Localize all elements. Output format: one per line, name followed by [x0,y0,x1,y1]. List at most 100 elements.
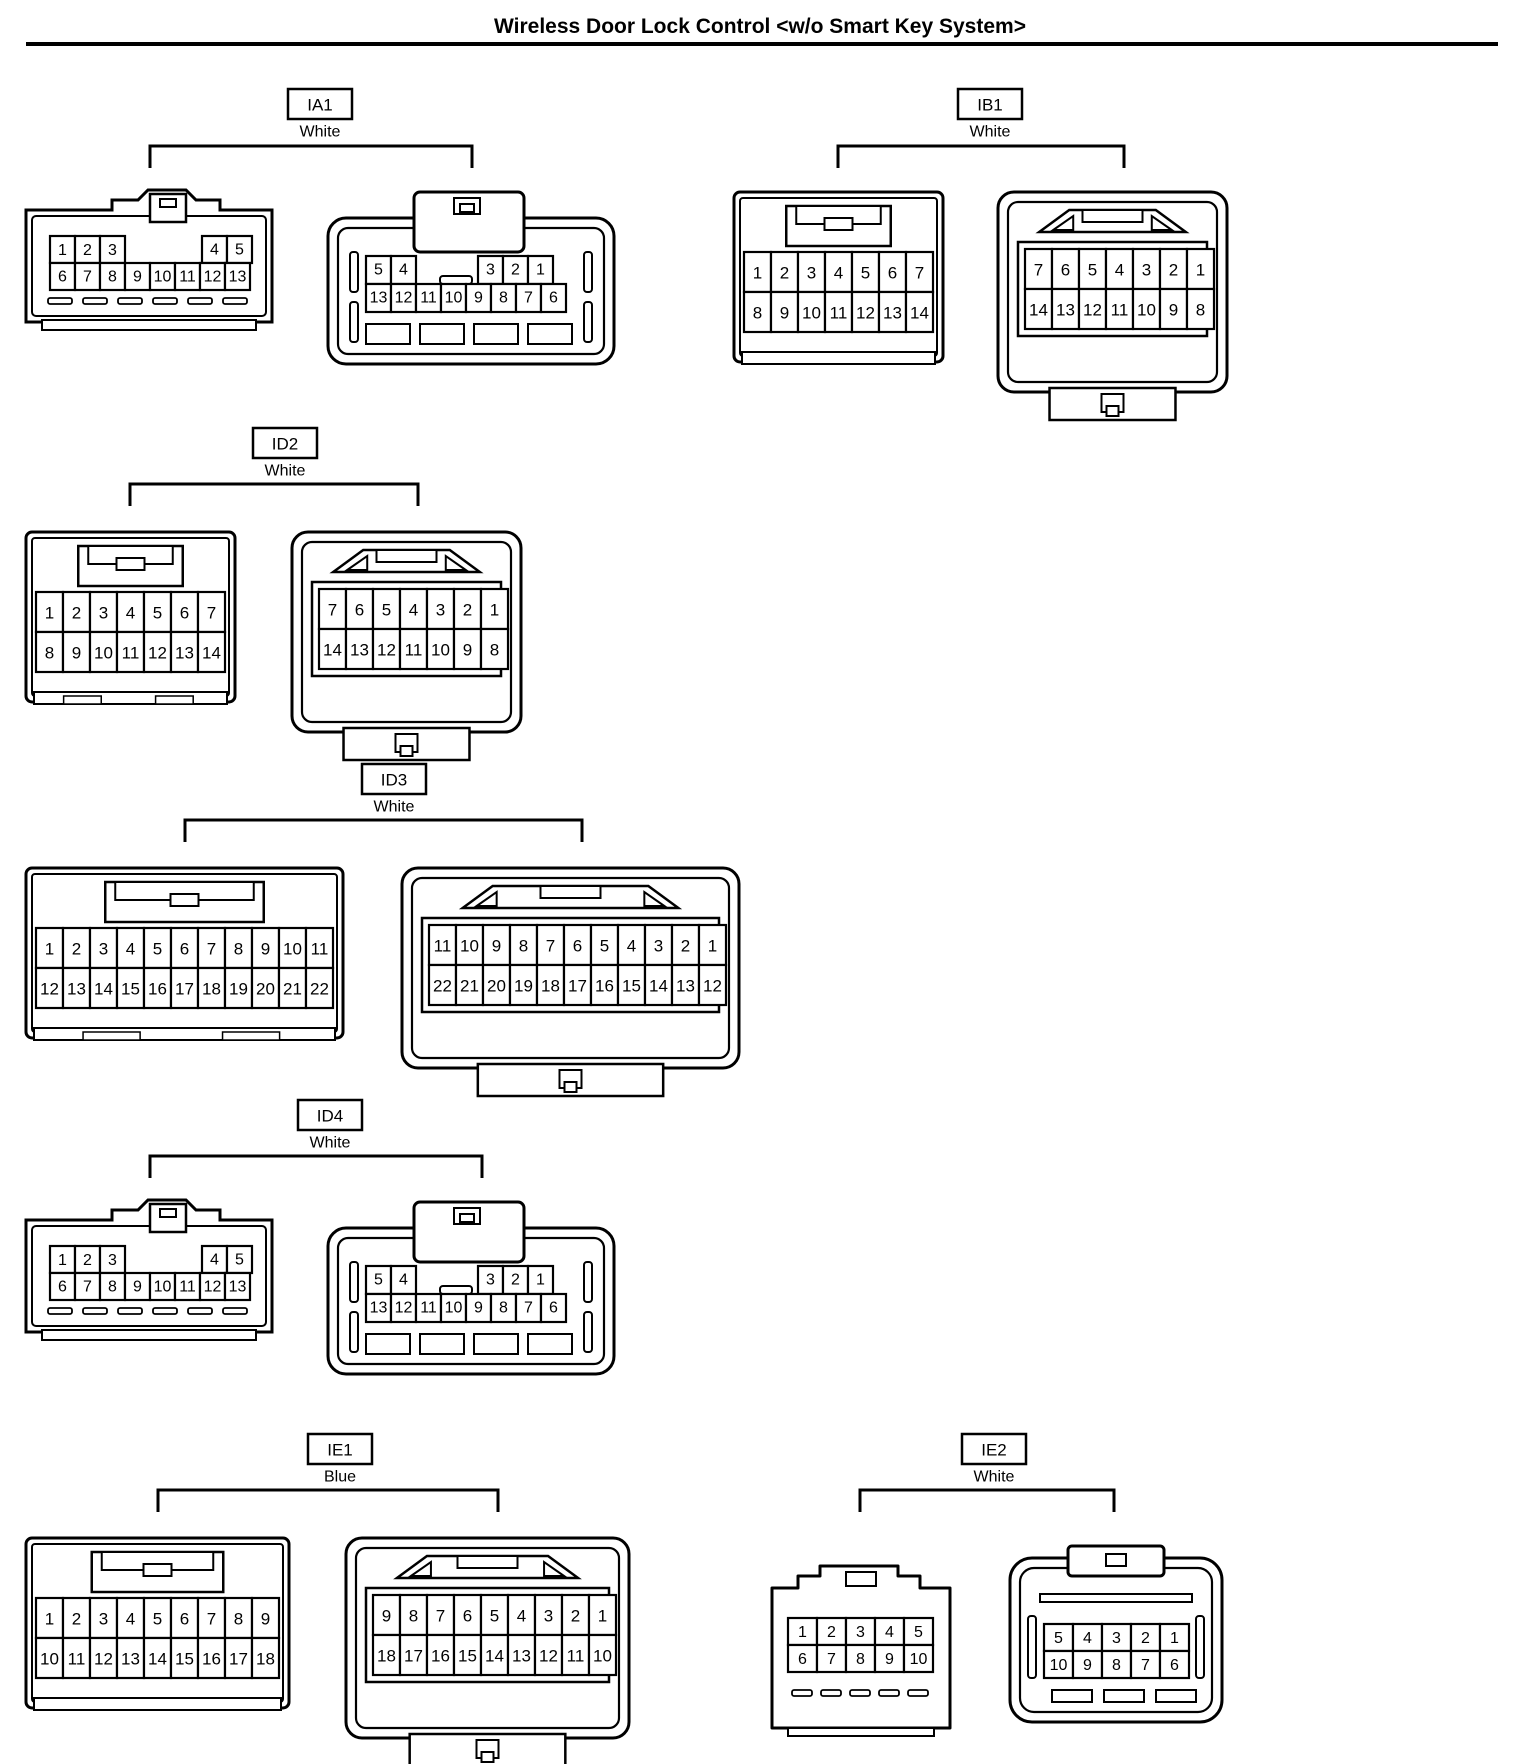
pin-number: 3 [436,601,445,620]
pin-cell [198,261,227,292]
pin-cell [514,1292,543,1324]
pin-number: 5 [153,604,162,623]
pin-number: 22 [310,980,329,999]
pin-cell [98,261,127,292]
pin-cell [34,1596,65,1640]
pin-number: 5 [1088,261,1097,280]
pin-number: 19 [229,980,248,999]
pin-number: 10 [94,644,113,663]
pin-cell [425,627,456,671]
pin-number: 4 [1115,261,1124,280]
pin-number: 5 [374,262,383,279]
pin-cell [88,630,119,674]
pin-number: 1 [58,1252,67,1269]
pin-number: 5 [374,1272,383,1289]
pin-number: 9 [1083,1657,1092,1674]
pin-number: 2 [681,937,690,956]
pin-number: 13 [1056,301,1075,320]
pin-number: 5 [153,940,162,959]
pin-number: 17 [568,977,587,996]
connector-id: ID4 [317,1107,343,1126]
pin-number: 1 [45,1610,54,1629]
pin-number: 13 [370,1300,388,1317]
pin-number: 8 [490,641,499,660]
connector-id: IA1 [307,96,333,115]
pin-number: 15 [121,980,140,999]
pin-number: 3 [856,1624,865,1641]
pin-number: 2 [83,242,92,259]
pin-number: 18 [377,1647,396,1666]
pin-cell [34,926,65,970]
pin-number: 3 [99,940,108,959]
pin-number: 2 [780,264,789,283]
pin-cell [425,587,456,631]
pin-number: 9 [133,269,142,286]
pin-cell [34,966,65,1010]
pin-number: 12 [703,977,722,996]
pin-cell [61,966,92,1010]
pin-number: 19 [514,977,533,996]
pin-number: 7 [1141,1657,1150,1674]
pin-number: 11 [434,937,452,956]
pin-number: 1 [45,940,54,959]
pin-number: 6 [549,290,558,307]
pin-cell [88,590,119,634]
pin-cell [148,1271,177,1302]
pin-cell [560,1593,591,1637]
pin-number: 7 [207,940,216,959]
pin-number: 9 [474,290,483,307]
pin-cell [61,1636,92,1680]
pin-cell [398,1593,429,1637]
pin-cell [904,290,935,334]
pin-cell [344,587,375,631]
pin-cell [1104,247,1135,291]
pin-cell [873,1616,906,1647]
pin-number: 7 [207,604,216,623]
pin-number: 7 [915,264,924,283]
pin-cell [223,1596,254,1640]
pin-number: 12 [204,1279,222,1296]
pin-number: 12 [539,1647,558,1666]
pin-cell [815,1643,848,1674]
connector-id: IE2 [981,1441,1007,1460]
pin-cell [364,282,393,314]
connector-id: ID2 [272,435,298,454]
pin-number: 5 [600,937,609,956]
pin-cell [73,1271,102,1302]
pin-cell [304,966,335,1010]
pin-number: 7 [328,601,337,620]
pin-number: 13 [121,1650,140,1669]
pin-number: 14 [323,641,342,660]
pin-number: 2 [83,1252,92,1269]
pin-number: 6 [1061,261,1070,280]
pin-number: 5 [382,601,391,620]
pin-number: 2 [72,940,81,959]
pin-number: 3 [108,1252,117,1269]
pin-number: 9 [382,1607,391,1626]
pin-number: 13 [67,980,86,999]
pin-number: 10 [1137,301,1156,320]
pin-number: 7 [207,1610,216,1629]
pin-number: 14 [94,980,113,999]
pin-number: 9 [72,644,81,663]
pin-cell [148,261,177,292]
connector-id: IB1 [977,96,1003,115]
pin-number: 2 [72,604,81,623]
pin-number: 17 [404,1647,423,1666]
pin-number: 4 [399,1272,408,1289]
pin-cell [250,1596,281,1640]
pin-cell [225,1244,254,1275]
pin-number: 18 [202,980,221,999]
pin-number: 11 [420,1300,437,1317]
pin-number: 13 [883,304,902,323]
pin-number: 2 [72,1610,81,1629]
pin-cell [873,1643,906,1674]
pin-number: 11 [122,644,140,663]
pin-number: 6 [549,1300,558,1317]
pin-number: 14 [485,1647,504,1666]
pin-number: 13 [229,269,247,286]
pin-number: 2 [511,1272,520,1289]
pin-number: 2 [1141,1630,1150,1647]
